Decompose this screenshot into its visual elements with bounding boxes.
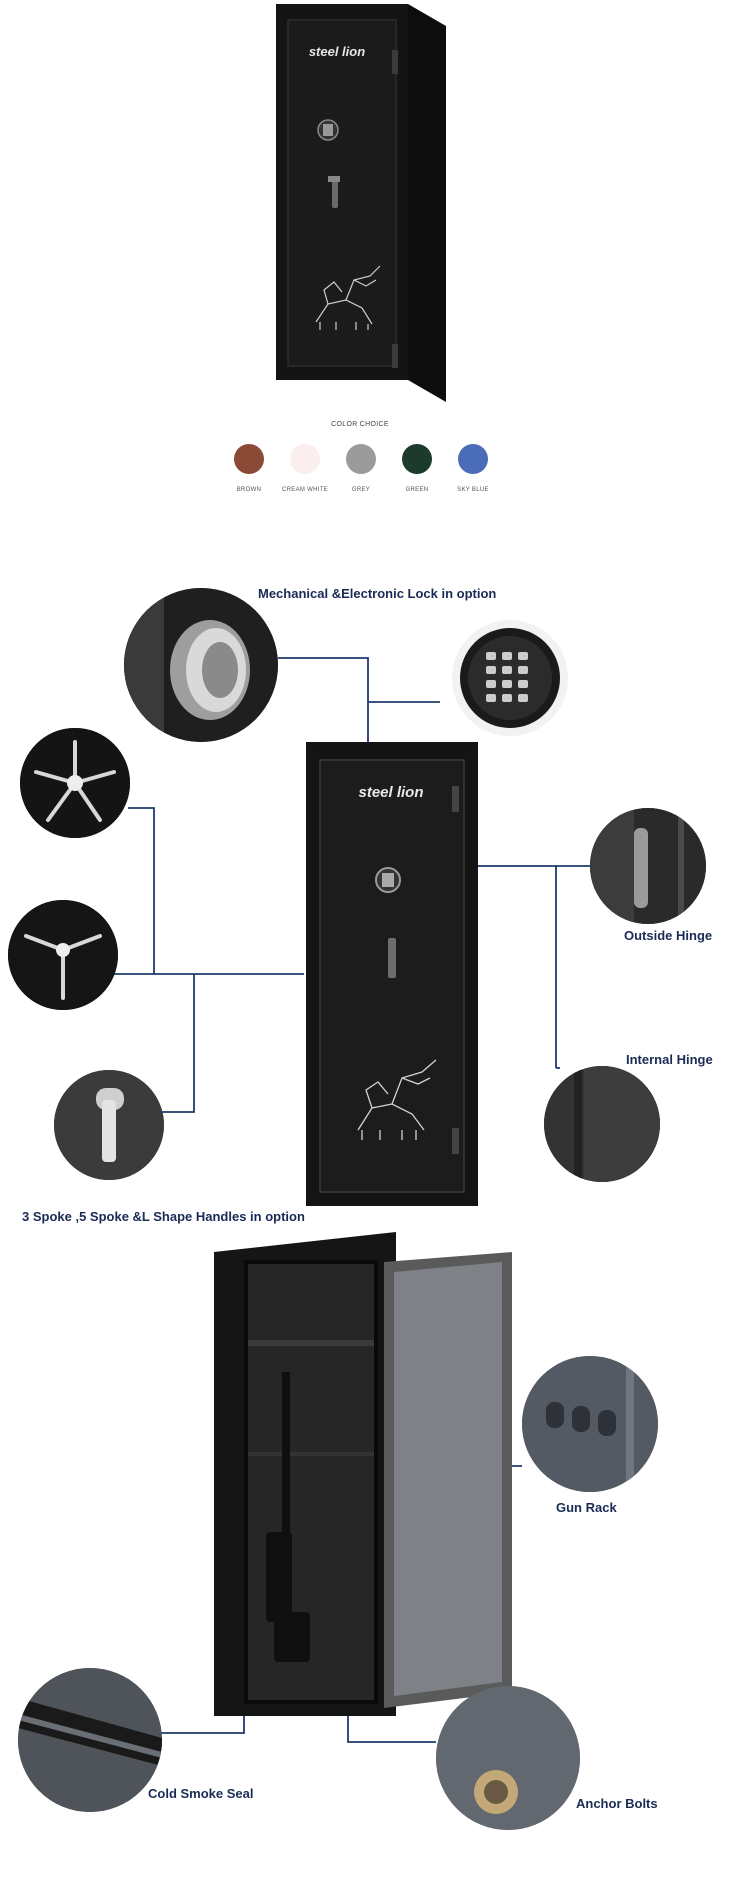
lock-options-label: Mechanical &Electronic Lock in option xyxy=(258,586,497,601)
mechanical-dial-lock-photo xyxy=(124,588,278,742)
color-swatch-cream-white[interactable] xyxy=(290,444,320,474)
three-spoke-handle-photo xyxy=(8,900,118,1010)
anchor-bolts-label: Anchor Bolts xyxy=(576,1796,658,1811)
safe-brand-logo-text: steel lion xyxy=(358,784,424,801)
five-spoke-handle-photo xyxy=(20,728,130,838)
l-shape-handle-photo xyxy=(54,1070,164,1180)
safe-open-interior-view xyxy=(214,1232,514,1716)
gun-rack-label: Gun Rack xyxy=(556,1500,617,1515)
safe-brand-logo: steel lion xyxy=(346,784,436,801)
outside-hinge-label: Outside Hinge xyxy=(624,928,713,943)
outside-hinge-photo xyxy=(590,808,706,924)
brand-logo: steel lion xyxy=(302,44,372,59)
anchor-bolt-photo xyxy=(436,1686,580,1830)
color-name-green: GREEN xyxy=(405,487,429,493)
color-choice-title: COLOR CHOICE xyxy=(331,421,389,428)
color-name-cream-white: CREAM WHITE xyxy=(282,487,328,493)
color-name-grey: GREY xyxy=(351,487,371,493)
color-swatch-grey[interactable] xyxy=(346,444,376,474)
electronic-keypad-lock-photo xyxy=(452,620,568,736)
smoke-seal-label: Cold Smoke Seal xyxy=(148,1786,254,1801)
color-swatch-brown[interactable] xyxy=(234,444,264,474)
smoke-seal-photo xyxy=(18,1668,162,1812)
color-name-brown: BROWN xyxy=(236,487,262,493)
handle-options-label: 3 Spoke ,5 Spoke &L Shape Handles in opt… xyxy=(22,1209,305,1224)
color-name-sky-blue: SKY BLUE xyxy=(457,487,489,493)
color-swatch-sky-blue[interactable] xyxy=(458,444,488,474)
gun-rack-photo xyxy=(522,1356,658,1492)
internal-hinge-label: Internal Hinge xyxy=(626,1052,713,1067)
internal-hinge-photo xyxy=(544,1066,660,1182)
brand-logo-text: steel lion xyxy=(308,44,366,59)
color-swatch-green[interactable] xyxy=(402,444,432,474)
product-hero-safe xyxy=(276,4,446,404)
safe-front-view xyxy=(306,742,478,1206)
